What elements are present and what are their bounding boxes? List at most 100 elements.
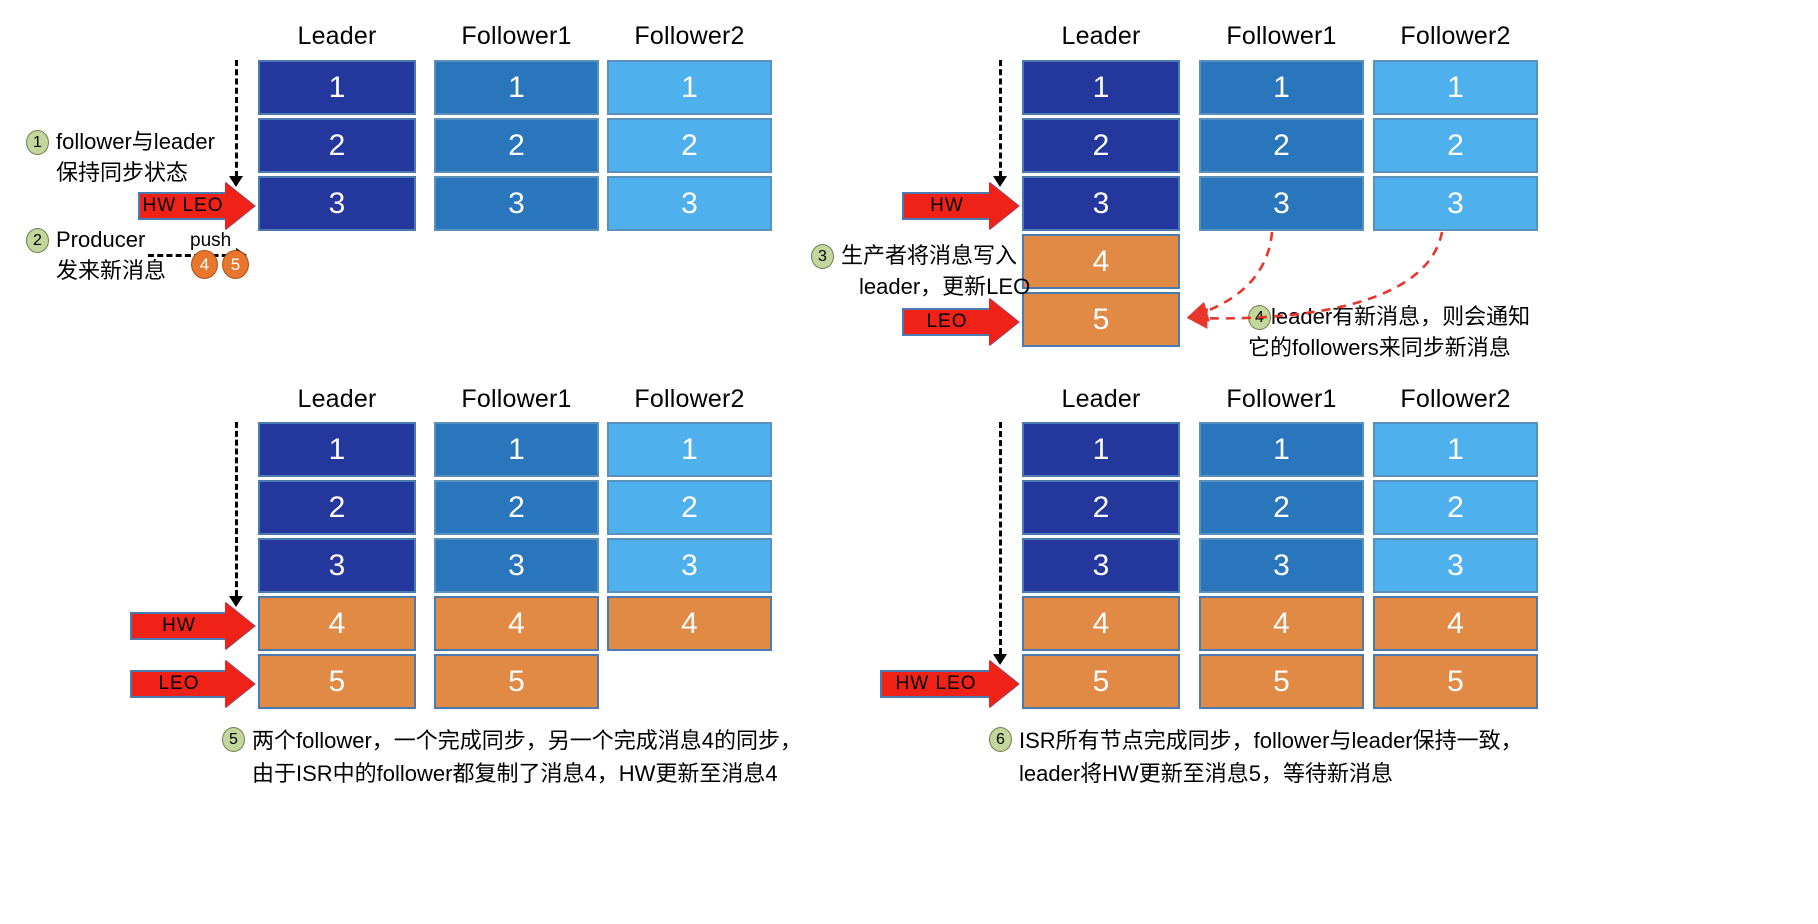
log-cell: 2 xyxy=(1373,118,1538,173)
log-cell: 2 xyxy=(434,480,599,535)
hw-label: HW xyxy=(130,612,226,640)
annotation-2-line-1: Producer xyxy=(56,227,146,252)
step-circle-5: 5 xyxy=(222,727,245,752)
log-cell: 2 xyxy=(258,480,416,535)
log-cell: 1 xyxy=(434,60,599,115)
step-circle-6: 6 xyxy=(989,727,1012,752)
arrow-head-icon xyxy=(225,602,255,650)
step-circle-1: 1 xyxy=(26,130,49,155)
log-cell: 4 xyxy=(1022,596,1180,651)
leo-label: LEO xyxy=(902,308,990,336)
column-header-follower1: Follower1 xyxy=(1226,385,1337,413)
hw-marker-arrow: HW xyxy=(902,182,1019,230)
annotation-2-line-2: 发来新消息 xyxy=(56,258,167,283)
log-cell: 3 xyxy=(1022,176,1180,231)
log-cell: 2 xyxy=(1199,118,1364,173)
log-cell: 5 xyxy=(1022,654,1180,709)
step-circle-4: 4 xyxy=(1248,305,1271,330)
column-header-follower1: Follower1 xyxy=(461,22,572,50)
log-cell: 5 xyxy=(1199,654,1364,709)
column-header-follower2: Follower2 xyxy=(634,22,745,50)
log-cell: 1 xyxy=(1373,422,1538,477)
log-cell: 4 xyxy=(434,596,599,651)
step-circle-3: 3 xyxy=(811,244,834,269)
arrow-head-icon xyxy=(225,182,255,230)
annotation-4-line-1: leader有新消息，则会通知 xyxy=(1271,304,1531,329)
log-cell: 3 xyxy=(607,176,772,231)
annotation-4-line-2: 它的followers来同步新消息 xyxy=(1248,335,1511,360)
offset-pointer-head-icon xyxy=(229,596,243,607)
log-cell: 3 xyxy=(434,538,599,593)
log-cell: 5 xyxy=(1373,654,1538,709)
offset-pointer-head-icon xyxy=(229,176,243,187)
log-cell: 4 xyxy=(607,596,772,651)
log-cell: 1 xyxy=(258,422,416,477)
log-cell: 1 xyxy=(434,422,599,477)
hw-leo-label: HW LEO xyxy=(138,192,226,220)
annotation-1-line-1: follower与leader xyxy=(56,129,215,154)
log-cell: 2 xyxy=(434,118,599,173)
log-cell: 1 xyxy=(1022,60,1180,115)
column-header-follower2: Follower2 xyxy=(634,385,745,413)
log-cell: 4 xyxy=(1199,596,1364,651)
log-cell: 1 xyxy=(1199,422,1364,477)
log-cell: 1 xyxy=(607,422,772,477)
column-header-leader: Leader xyxy=(1061,385,1141,413)
log-cell: 2 xyxy=(607,480,772,535)
hw-label: HW xyxy=(902,192,990,220)
log-cell: 3 xyxy=(1022,538,1180,593)
arrow-head-icon xyxy=(989,660,1019,708)
offset-pointer-line xyxy=(235,422,238,596)
log-cell: 1 xyxy=(258,60,416,115)
offset-pointer-line xyxy=(235,60,238,177)
column-header-follower1: Follower1 xyxy=(461,385,572,413)
log-cell: 2 xyxy=(1199,480,1364,535)
leo-marker-arrow: LEO xyxy=(130,660,255,708)
log-cell: 2 xyxy=(258,118,416,173)
column-header-follower1: Follower1 xyxy=(1226,22,1337,50)
log-cell: 3 xyxy=(258,176,416,231)
caption-5-line-2: 由于ISR中的follower都复制了消息4，HW更新至消息4 xyxy=(252,761,778,786)
column-header-leader: Leader xyxy=(297,22,377,50)
leo-label: LEO xyxy=(130,670,226,698)
log-cell: 4 xyxy=(1373,596,1538,651)
log-cell: 2 xyxy=(1373,480,1538,535)
leo-marker-arrow: LEO xyxy=(902,298,1019,346)
log-cell: 2 xyxy=(607,118,772,173)
hw-marker-arrow: HW xyxy=(130,602,255,650)
log-cell: 2 xyxy=(1022,480,1180,535)
offset-pointer-head-icon xyxy=(993,176,1007,187)
log-cell: 3 xyxy=(1373,176,1538,231)
log-cell: 3 xyxy=(1199,176,1364,231)
log-cell: 5 xyxy=(434,654,599,709)
log-cell: 3 xyxy=(1373,538,1538,593)
offset-pointer-line xyxy=(999,60,1002,177)
hw-leo-marker-arrow: HW LEO xyxy=(138,182,255,230)
log-cell: 1 xyxy=(1199,60,1364,115)
log-cell: 5 xyxy=(1022,292,1180,347)
caption-6-line-2: leader将HW更新至消息5，等待新消息 xyxy=(1019,761,1394,786)
annotation-3-line-2: leader，更新LEO xyxy=(859,274,1031,299)
column-header-follower2: Follower2 xyxy=(1400,385,1511,413)
notify-arrow-follower1-icon xyxy=(1187,231,1274,322)
offset-pointer-line xyxy=(999,422,1002,654)
column-header-leader: Leader xyxy=(297,385,377,413)
annotation-3-line-1: 生产者将消息写入 xyxy=(841,243,1018,268)
log-cell: 3 xyxy=(434,176,599,231)
hw-leo-label: HW LEO xyxy=(880,670,990,698)
column-header-leader: Leader xyxy=(1061,22,1141,50)
pending-message-4: 4 xyxy=(191,250,218,279)
arrow-head-icon xyxy=(989,298,1019,346)
log-cell: 1 xyxy=(1022,422,1180,477)
hw-leo-marker-arrow: HW LEO xyxy=(880,660,1019,708)
log-cell: 5 xyxy=(258,654,416,709)
pending-message-5: 5 xyxy=(222,250,249,279)
offset-pointer-head-icon xyxy=(993,654,1007,665)
push-label: push xyxy=(190,230,232,251)
log-cell: 4 xyxy=(258,596,416,651)
step-circle-2: 2 xyxy=(26,228,49,253)
annotation-1-line-2: 保持同步状态 xyxy=(56,160,189,185)
caption-6-line-1: ISR所有节点完成同步，follower与leader保持一致， xyxy=(1019,728,1523,753)
column-header-follower2: Follower2 xyxy=(1400,22,1511,50)
arrow-head-icon xyxy=(989,182,1019,230)
